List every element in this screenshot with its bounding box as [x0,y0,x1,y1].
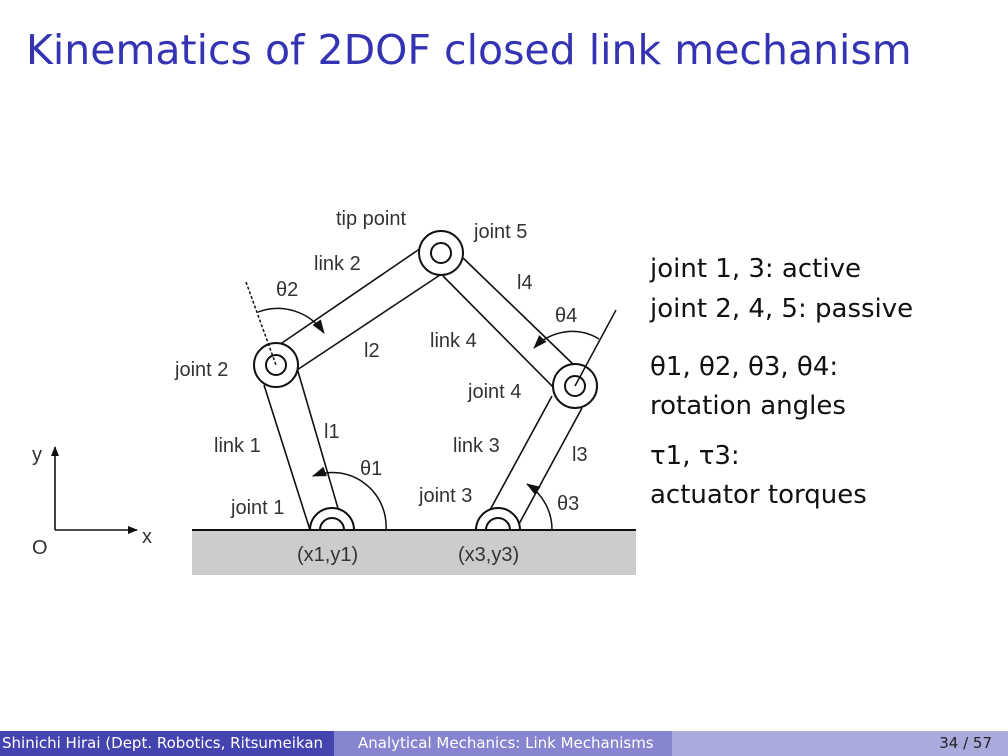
theta4-arc [533,330,600,349]
theta2-label: θ2 [276,279,298,301]
joint-2 [253,342,299,388]
theta3-arc [526,483,553,531]
footer-bar: Shinichi Hirai (Dept. Robotics, Ritsumei… [0,731,1008,756]
l4-label: l4 [517,272,533,294]
joint-1 [308,507,356,531]
l2-label: l2 [364,340,380,362]
x-axis-label: x [142,526,152,548]
theta4-label: θ4 [555,305,577,327]
ground [192,530,636,575]
l1-label: l1 [324,421,340,443]
footer-page-number: 34 / 57 [672,731,1008,756]
theta2-arc [257,307,325,334]
joint-3-label: joint 3 [418,485,472,507]
theta1-arc [312,466,387,531]
note-active-joints: joint 1, 3: active [650,254,861,284]
note-actuator-torques: actuator torques [650,480,867,510]
link-3 [489,395,583,525]
base-3-coordinates: (x3,y3) [458,544,519,566]
link-1 [263,367,343,531]
note-torque-symbols: τ1, τ3: [650,441,740,471]
link-2 [278,247,441,371]
y-axis-label: y [32,444,42,466]
note-passive-joints: joint 2, 4, 5: passive [650,294,914,324]
footer-author: Shinichi Hirai (Dept. Robotics, Ritsumei… [0,731,334,756]
theta3-label: θ3 [557,493,579,515]
joint-4-label: joint 4 [467,381,521,403]
theta4-reference-line [574,309,617,387]
origin-label: O [32,537,48,559]
base-1-coordinates: (x1,y1) [297,544,358,566]
link-3-label: link 3 [453,435,500,457]
theta1-label: θ1 [360,458,382,480]
link-1-label: link 1 [214,435,261,457]
joint-3 [474,507,522,531]
link-4-label: link 4 [430,330,477,352]
joint-5-label: joint 5 [473,221,527,243]
joint-5 [418,230,464,276]
footer-talk-title: Analytical Mechanics: Link Mechanisms [334,731,672,756]
note-rotation-angles-symbols: θ1, θ2, θ3, θ4: [650,352,839,382]
joint-2-label: joint 2 [174,359,228,381]
tip-point-label: tip point [336,208,406,230]
note-rotation-angles: rotation angles [650,391,846,421]
link-2-label: link 2 [314,253,361,275]
link-4 [442,256,576,389]
joint-1-label: joint 1 [230,497,284,519]
l3-label: l3 [572,444,588,466]
slide-title: Kinematics of 2DOF closed link mechanism [26,26,912,74]
